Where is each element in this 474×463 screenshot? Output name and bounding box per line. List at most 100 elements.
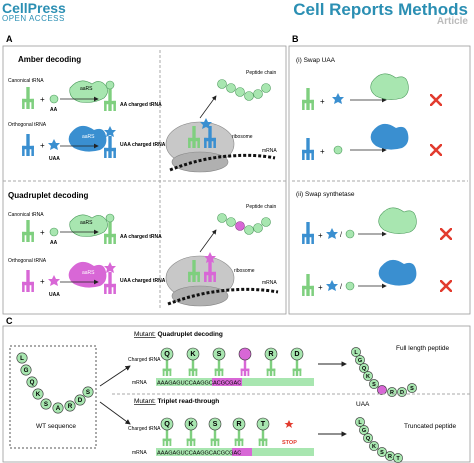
triplet-trna-aa-letter: K (188, 419, 194, 428)
triplet-trna-aa-letter: Q (164, 419, 170, 428)
quad-trna-aa (160, 347, 174, 361)
uaa-star-icon (326, 228, 338, 239)
quad-trna (162, 360, 172, 376)
full-residue (369, 379, 379, 389)
full-residue-letter: G (358, 358, 362, 364)
quad-trna-aa (212, 347, 226, 361)
wt-residue (32, 388, 44, 400)
peptide-chain-beads (217, 213, 271, 235)
panel-a-frame (2, 45, 287, 315)
plus-sign: + (40, 141, 45, 150)
quad-uaa-trna (240, 360, 250, 376)
quad-title: Quadruplet decoding (8, 191, 89, 200)
uaa-star-icon (326, 280, 338, 291)
wt-residue-letter: L (20, 355, 24, 362)
full-residue-letter: S (372, 382, 376, 388)
triplet-trna-aa (160, 417, 174, 431)
wt-residue (64, 400, 76, 412)
full-residue (351, 347, 361, 357)
aa-icon (345, 229, 355, 239)
truncated-residue-letter: L (358, 420, 362, 426)
triplet-trna (258, 430, 268, 446)
page-header: CellPress OPEN ACCESS Cell Reports Metho… (0, 0, 474, 27)
full-residue (355, 355, 365, 365)
triplet-trna-aa (208, 417, 222, 431)
incorporated-uaa-icon (204, 252, 216, 263)
svg-text:+: + (318, 231, 323, 240)
aars-enzyme-icon (370, 73, 409, 100)
aa-icon (49, 94, 59, 104)
swap-synthetase-row-1: + / (302, 207, 452, 244)
quad-trna-aa-letter: D (294, 349, 299, 358)
peptide-chain-label: Peptide chain (246, 204, 277, 210)
wt-residue (74, 394, 86, 406)
svg-text:+: + (320, 97, 325, 106)
quad-trna-aa-letter: S (217, 349, 222, 358)
panel-b-label: B (292, 34, 299, 44)
truncated-residue-letter: T (396, 456, 400, 462)
article-type: Article (436, 16, 468, 27)
quad-trna-aa-letter: Q (164, 349, 170, 358)
full-residue-letter: D (400, 390, 404, 396)
wt-residue (26, 376, 38, 388)
orthogonal-aars-icon (378, 259, 417, 286)
aa-icon (345, 281, 355, 291)
truncated-residue-letter: R (388, 454, 392, 460)
arrow-to-triplet (99, 401, 131, 425)
truncated-residue-letter: K (372, 444, 376, 450)
wt-residue-letter: G (24, 367, 29, 374)
mrna-strand (169, 153, 276, 172)
quad-canonical-trna-label: Canonical tRNA (8, 212, 44, 218)
full-residue-letter: K (366, 374, 370, 380)
truncated-residue-letter: S (380, 450, 384, 456)
ribosome-label: ribosome (234, 268, 255, 274)
swap-uaa-row-1: + (302, 73, 442, 110)
triplet-mrna-label: mRNA (132, 450, 147, 456)
quad-trna-aa-letter: K (190, 349, 196, 358)
full-residue-letter: L (354, 350, 358, 356)
incorporated-uaa-icon (200, 118, 212, 129)
aars-label: aaRS (82, 134, 95, 140)
panel-b-frame (288, 45, 471, 315)
full-residue (363, 371, 373, 381)
wt-residue (82, 386, 94, 398)
ribosome-label: ribosome (232, 134, 253, 140)
truncated-residue (369, 441, 379, 451)
full-length-label: Full length peptide (396, 345, 450, 352)
mrna-strand (167, 287, 279, 306)
triplet-mutant-label: Mutant: Triplet read-through (134, 398, 219, 405)
wt-residue-letter: D (78, 397, 83, 404)
amber-orthogonal-trna-label: Orthogonal tRNA (8, 122, 47, 128)
canonical-trna-icon (22, 220, 34, 242)
stop-label: STOP (282, 440, 297, 446)
trna-icon (302, 274, 314, 296)
elongation-arrow (199, 229, 217, 253)
aa-icon (333, 145, 343, 155)
quad-trna-aa (290, 347, 304, 361)
quad-trna (214, 360, 224, 376)
svg-text:+: + (318, 283, 323, 292)
charged-uaa-star-icon (104, 126, 116, 137)
trna-icon (302, 222, 314, 244)
truncated-residue (363, 433, 373, 443)
uaa-star-icon (332, 93, 344, 104)
amber-canonical-trna-label: Canonical tRNA (8, 78, 44, 84)
peptide-chain-label: Peptide chain (246, 70, 277, 76)
quad-mutant-label: Mutant: Quadruplet decoding (134, 331, 223, 338)
uaa-label: UAA (356, 401, 370, 408)
truncated-residue-letter: G (362, 428, 366, 434)
wt-residue-letter: S (86, 389, 90, 396)
quad-mrna-label: mRNA (132, 380, 147, 386)
quad-trna (292, 360, 302, 376)
canonical-trna-icon (22, 87, 34, 109)
wt-residue (20, 364, 32, 376)
wt-residue-letter: R (68, 403, 73, 410)
quad-mrna-sequence: AAAGAGUCCAAGGCACGCGAC (157, 381, 241, 387)
full-residue-letter: S (410, 386, 414, 392)
swap-uaa-label: (i) Swap UAA (296, 57, 336, 64)
panel-c-label: C (6, 316, 13, 326)
full-residue (359, 363, 369, 373)
elongation-arrow (199, 95, 217, 119)
quad-trna-aa (186, 347, 200, 361)
